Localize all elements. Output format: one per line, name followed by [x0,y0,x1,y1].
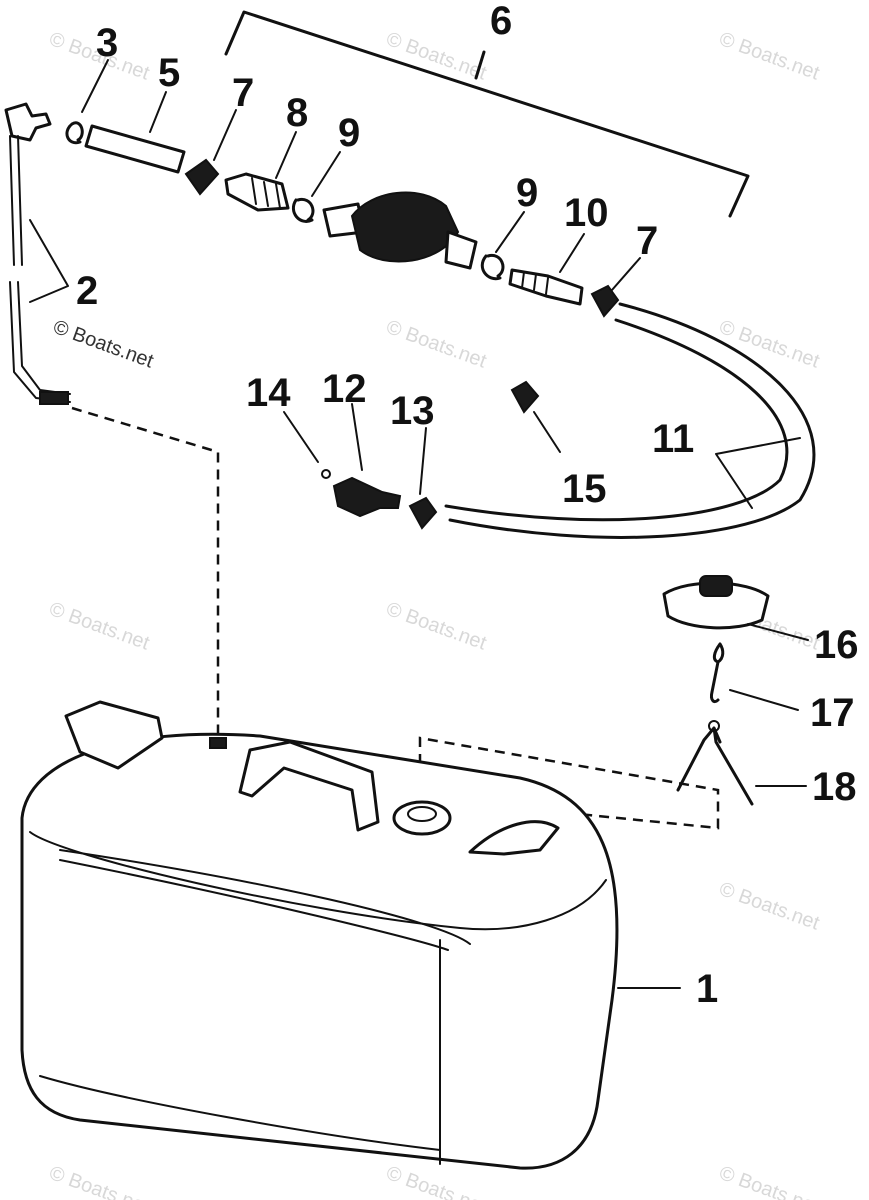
leader-2 [29,219,69,303]
label-8: 8 [286,91,308,135]
o-ring-14 [321,469,331,479]
label-3: 3 [96,21,118,65]
clamp-15 [510,380,540,414]
tank-vent [468,820,560,856]
label-6: 6 [490,0,512,43]
engine-line-fitting [39,391,69,405]
connector-8 [224,172,290,212]
callout-labels: 1 2 3 5 6 7 8 9 9 10 7 11 12 13 14 15 16… [76,0,859,1011]
leader-10 [559,233,585,273]
clamp-7a [184,158,220,196]
engine-connector-pin [9,135,23,266]
engine-connector-elbow [4,102,52,142]
clamp-7b [590,284,620,318]
clip-3 [65,121,84,145]
watermark: © Boats.net [383,316,489,373]
fuel-cap-16 [662,575,770,630]
tank-filler-neck [392,800,452,836]
watermark: © Boats.net [716,1162,822,1200]
hose-11-outer [448,302,816,539]
leader-12 [351,403,363,471]
watermark: © Boats.net [383,1162,489,1200]
connector-8-ribs [251,177,281,209]
clip-9b [480,253,505,281]
tank-connector-12 [332,476,402,518]
primer-bulb [322,191,478,270]
tether-18 [676,726,754,806]
label-16: 16 [814,623,859,667]
tank-left-grip [64,700,164,770]
tank-filler-neck-inner [407,806,437,822]
leader-9b [495,211,525,253]
clip-9a [291,197,315,223]
connector-10-ribs [521,271,549,295]
label-11: 11 [652,417,694,461]
leader-7a [213,109,237,161]
primer-bulb-outlet [444,230,478,270]
bracket-6 [224,10,750,218]
label-7a: 7 [232,71,254,115]
watermark: © Boats.net [383,598,489,655]
leader-15 [533,411,561,453]
tank-bottom-edge [39,1075,441,1151]
leader-16 [747,623,809,641]
label-1: 1 [696,967,718,1011]
leader-14 [283,411,319,463]
label-7b: 7 [636,219,658,263]
guide-line-tank-connector [71,406,220,740]
leader-5 [149,91,167,133]
bracket-6-leader [474,50,486,80]
leader-9a [311,151,341,197]
leader-3 [81,59,109,113]
hose-5 [84,124,186,174]
leader-7b [611,257,641,291]
label-18: 18 [812,765,857,809]
engine-fuel-line [4,102,71,405]
label-15: 15 [562,467,607,511]
tank-side-crease [59,849,471,951]
tank-handle [238,740,380,832]
watermark: © Boats.net [716,28,822,85]
label-5: 5 [158,51,180,95]
tank-body [20,732,619,1170]
label-2: 2 [76,269,98,313]
fuel-cap-knob [699,575,733,597]
engine-line-lower [9,281,71,403]
leader-8 [275,131,297,179]
leader-11 [715,437,801,509]
tank-connector-fitting [209,737,227,749]
watermark: © Boats.net [716,316,822,373]
leader-lines [29,59,809,989]
label-9b: 9 [516,171,538,215]
tether-18-ring [708,720,720,732]
primer-bulb-body [350,191,460,263]
label-12: 12 [322,367,367,411]
hose-11-inner [444,318,789,522]
leader-17 [729,689,799,711]
fuel-tank-1 [20,700,619,1170]
label-10: 10 [564,191,609,235]
leader-13 [419,427,427,495]
clamp-13 [408,496,438,530]
label-13: 13 [390,389,435,433]
watermark: © Boats.net [46,598,152,655]
watermark: © Boats.net [716,878,822,935]
watermark: © Boats.net [46,1162,152,1200]
label-14: 14 [246,371,291,415]
label-9a: 9 [338,111,360,155]
hook-17 [710,642,725,704]
fuel-cap-body [662,581,770,630]
label-17: 17 [810,691,855,735]
guide-line-filler [417,736,720,830]
watermark-primary: © Boats.net [50,316,156,373]
